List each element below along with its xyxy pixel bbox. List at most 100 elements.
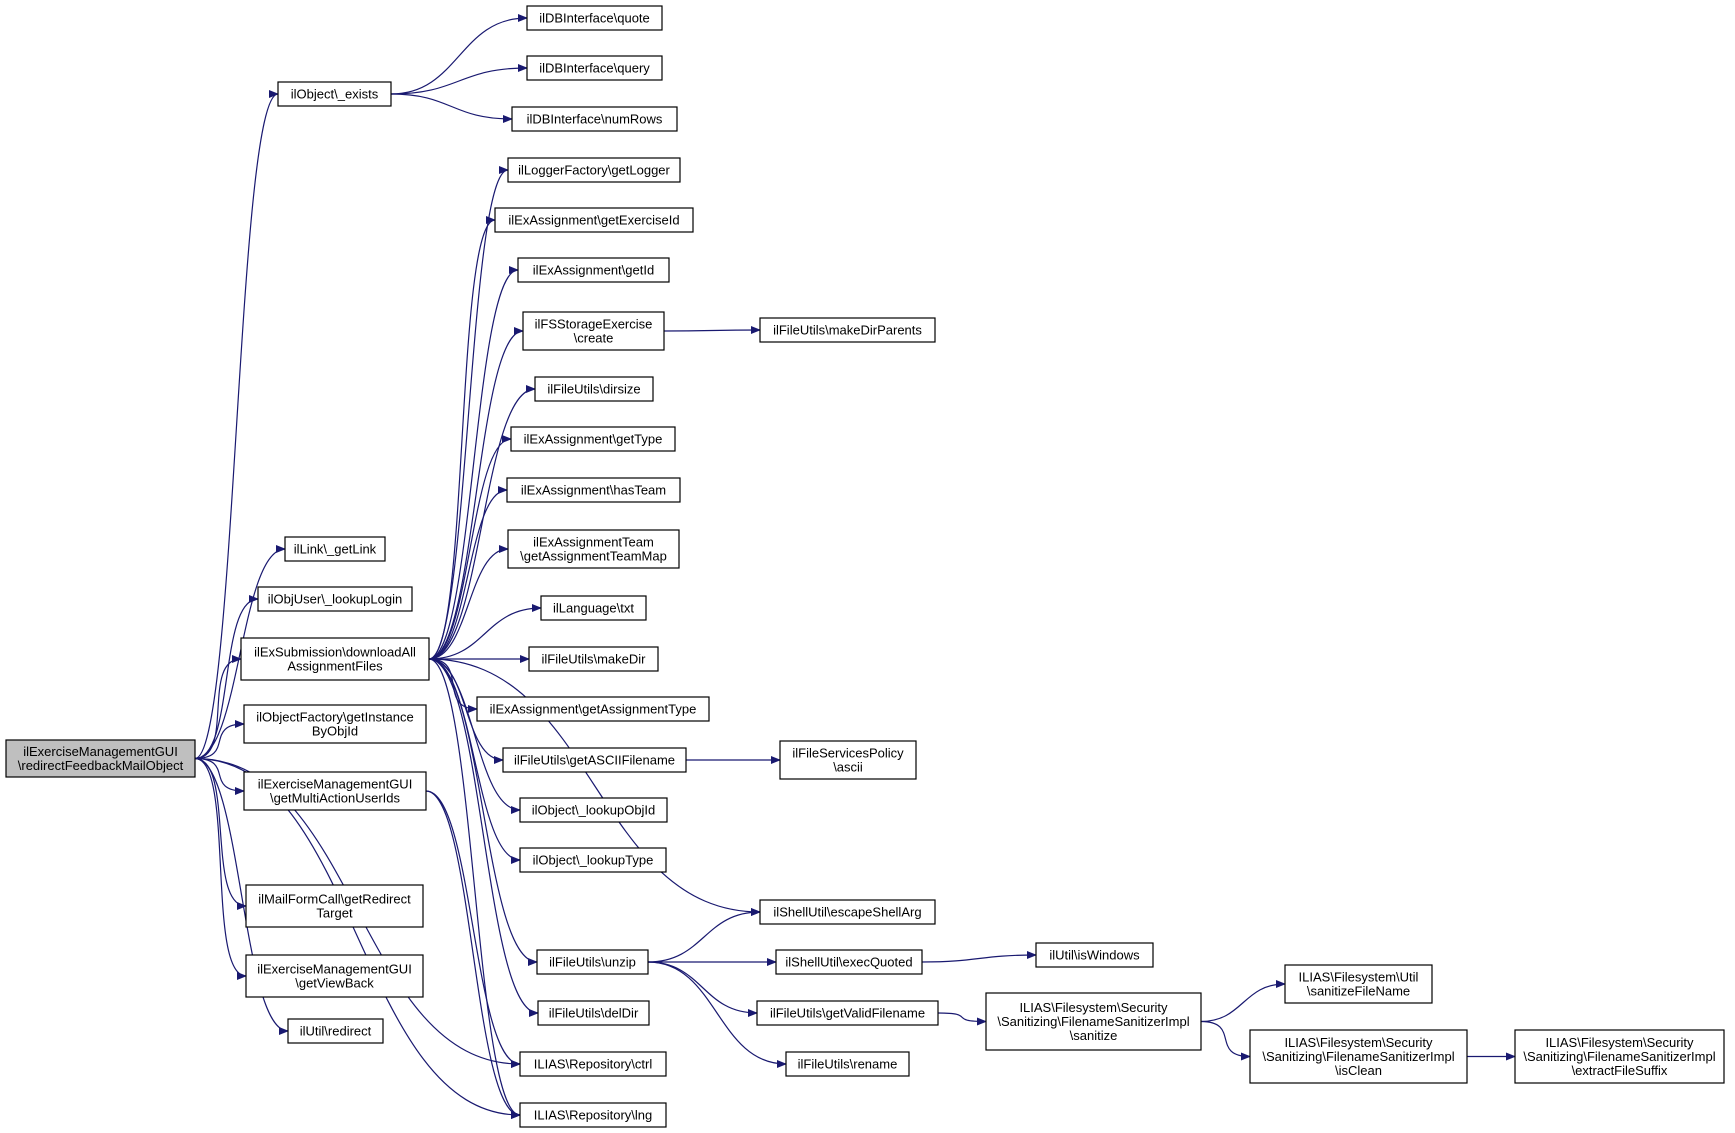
node-box bbox=[1284, 964, 1433, 1004]
edge-root-to-repo_lng bbox=[194, 757, 521, 1119]
node-box bbox=[240, 637, 430, 681]
edge-downloadall-to-fs_create bbox=[428, 327, 524, 660]
edge-downloadall-to-repo_lng bbox=[428, 658, 521, 1119]
node-label: AssignmentFiles bbox=[287, 659, 383, 674]
node-box bbox=[1514, 1029, 1725, 1084]
node-box bbox=[517, 257, 670, 283]
node-box bbox=[284, 536, 386, 562]
edge-fu_validfn-to-san_sanitize bbox=[937, 1012, 987, 1026]
node-fu-makedir[interactable]: ilFileUtils\makeDir bbox=[528, 646, 659, 672]
node-label: ilObject\_lookupObjId bbox=[532, 803, 656, 818]
edge-downloadall-to-ex_getexid bbox=[428, 216, 496, 660]
node-box bbox=[502, 747, 687, 773]
edge-fu_unzip-to-shell_escape bbox=[647, 908, 761, 963]
node-emgui-viewback[interactable]: ilExerciseManagementGUI\getViewBack bbox=[245, 954, 424, 998]
node-label: ilFileUtils\dirsize bbox=[547, 382, 640, 397]
node-objuser-lookup[interactable]: ilObjUser\_lookupLogin bbox=[257, 586, 413, 612]
node-san-isclean[interactable]: ILIAS\Filesystem\Security\Sanitizing\Fil… bbox=[1249, 1029, 1468, 1084]
node-label: ilFileUtils\makeDir bbox=[541, 652, 646, 667]
node-lang-txt[interactable]: ilLanguage\txt bbox=[540, 595, 647, 621]
node-obj-exists[interactable]: ilObject\_exists bbox=[277, 81, 392, 107]
node-label: ilShellUtil\execQuoted bbox=[785, 955, 912, 970]
edge-downloadall-to-ex_teammap bbox=[428, 545, 509, 660]
node-fs-util-sanitize[interactable]: ILIAS\Filesystem\Util\sanitizeFileName bbox=[1284, 964, 1433, 1004]
node-box bbox=[779, 740, 917, 780]
node-fs-create[interactable]: ilFSStorageExercise\create bbox=[522, 311, 665, 351]
node-label: \Sanitizing\FilenameSanitizerImpl bbox=[997, 1014, 1189, 1029]
node-box bbox=[528, 646, 659, 672]
node-fsp-ascii[interactable]: ilFileServicesPolicy\ascii bbox=[779, 740, 917, 780]
node-repo-lng[interactable]: ILIAS\Repository\lng bbox=[519, 1102, 667, 1128]
node-db-quote[interactable]: ilDBInterface\quote bbox=[526, 5, 663, 31]
node-san-sanitize[interactable]: ILIAS\Filesystem\Security\Sanitizing\Fil… bbox=[985, 992, 1202, 1051]
node-label: ilLoggerFactory\getLogger bbox=[518, 163, 670, 178]
node-fu-mkdirparents[interactable]: ilFileUtils\makeDirParents bbox=[759, 317, 936, 343]
edge-san_sanitize-to-san_isclean bbox=[1200, 1020, 1251, 1061]
node-fu-unzip[interactable]: ilFileUtils\unzip bbox=[536, 949, 649, 975]
node-fu-ascii[interactable]: ilFileUtils\getASCIIFilename bbox=[502, 747, 687, 773]
edge-obj_exists-to-db_query bbox=[390, 64, 528, 95]
node-ex-gettype[interactable]: ilExAssignment\getType bbox=[510, 426, 676, 452]
node-box bbox=[245, 954, 424, 998]
node-root[interactable]: ilExerciseManagementGUI\redirectFeedback… bbox=[5, 739, 196, 778]
node-label: Target bbox=[316, 906, 353, 921]
node-box bbox=[1249, 1029, 1468, 1084]
node-util-windows[interactable]: ilUtil\isWindows bbox=[1035, 942, 1154, 968]
node-label: ilFileUtils\unzip bbox=[549, 955, 636, 970]
node-repo-ctrl[interactable]: ILIAS\Repository\ctrl bbox=[519, 1051, 667, 1077]
node-label: ilLink\_getLink bbox=[294, 542, 377, 557]
edge-downloadall-to-shell_escape bbox=[428, 658, 761, 916]
edge-emgui_multi-to-repo_ctrl bbox=[425, 790, 521, 1068]
node-shell-escape[interactable]: ilShellUtil\escapeShellArg bbox=[759, 899, 936, 925]
node-link-getlink[interactable]: ilLink\_getLink bbox=[284, 536, 386, 562]
node-label: ilShellUtil\escapeShellArg bbox=[773, 905, 921, 920]
node-ex-hasteam[interactable]: ilExAssignment\hasTeam bbox=[506, 477, 681, 503]
node-label: ilExAssignment\getId bbox=[533, 263, 654, 278]
edge-downloadall-to-fu_dirsize bbox=[428, 385, 536, 660]
node-label: ILIAS\Filesystem\Security bbox=[1019, 1000, 1168, 1015]
node-fu-dirsize[interactable]: ilFileUtils\dirsize bbox=[534, 376, 654, 402]
node-db-query[interactable]: ilDBInterface\query bbox=[526, 55, 663, 81]
node-ex-getexid[interactable]: ilExAssignment\getExerciseId bbox=[494, 207, 694, 233]
node-label: ilObject\_lookupType bbox=[533, 853, 654, 868]
node-obj-lookupobjid[interactable]: ilObject\_lookupObjId bbox=[519, 797, 668, 823]
node-box bbox=[785, 1051, 910, 1077]
node-box bbox=[243, 704, 427, 744]
node-box bbox=[510, 426, 676, 452]
node-fu-deldir[interactable]: ilFileUtils\delDir bbox=[537, 1000, 650, 1026]
node-label: \sanitizeFileName bbox=[1307, 984, 1410, 999]
node-box bbox=[519, 847, 667, 873]
node-ex-teammap[interactable]: ilExAssignmentTeam\getAssignmentTeamMap bbox=[507, 529, 680, 569]
node-downloadall[interactable]: ilExSubmission\downloadAllAssignmentFile… bbox=[240, 637, 430, 681]
node-label: \ascii bbox=[833, 760, 863, 775]
node-label: ilObject\_exists bbox=[291, 87, 379, 102]
edge-root-to-link_getlink bbox=[194, 545, 286, 760]
node-box bbox=[476, 696, 710, 722]
node-shell-exec[interactable]: ilShellUtil\execQuoted bbox=[775, 949, 923, 975]
edge-root-to-emgui_multi bbox=[194, 757, 245, 795]
node-label: ilFSStorageExercise bbox=[535, 317, 653, 332]
node-fu-rename[interactable]: ilFileUtils\rename bbox=[785, 1051, 910, 1077]
node-box bbox=[759, 899, 936, 925]
node-label: ILIAS\Repository\lng bbox=[534, 1108, 653, 1123]
node-emgui-multi[interactable]: ilExerciseManagementGUI\getMultiActionUs… bbox=[243, 771, 427, 811]
edge-downloadall-to-ex_hasteam bbox=[428, 486, 508, 660]
edge-root-to-objfactory bbox=[194, 720, 245, 760]
edge-root-to-mailform bbox=[194, 757, 247, 910]
node-box bbox=[534, 376, 654, 402]
node-ex-getid[interactable]: ilExAssignment\getId bbox=[517, 257, 670, 283]
node-db-numrows[interactable]: ilDBInterface\numRows bbox=[511, 106, 678, 132]
edge-san_sanitize-to-fs_util_sanitize bbox=[1200, 980, 1286, 1023]
node-san-suffix[interactable]: ILIAS\Filesystem\Security\Sanitizing\Fil… bbox=[1514, 1029, 1725, 1084]
node-obj-lookuptype[interactable]: ilObject\_lookupType bbox=[519, 847, 667, 873]
node-util-redirect[interactable]: ilUtil\redirect bbox=[287, 1018, 384, 1044]
node-label: ilFileServicesPolicy bbox=[792, 746, 904, 761]
node-label: ilExAssignment\getType bbox=[524, 432, 663, 447]
node-fu-validfn[interactable]: ilFileUtils\getValidFilename bbox=[756, 1000, 939, 1026]
node-logger[interactable]: ilLoggerFactory\getLogger bbox=[507, 157, 681, 183]
node-ex-getassigntype[interactable]: ilExAssignment\getAssignmentType bbox=[476, 696, 710, 722]
node-label: ilObjectFactory\getInstance bbox=[256, 710, 414, 725]
